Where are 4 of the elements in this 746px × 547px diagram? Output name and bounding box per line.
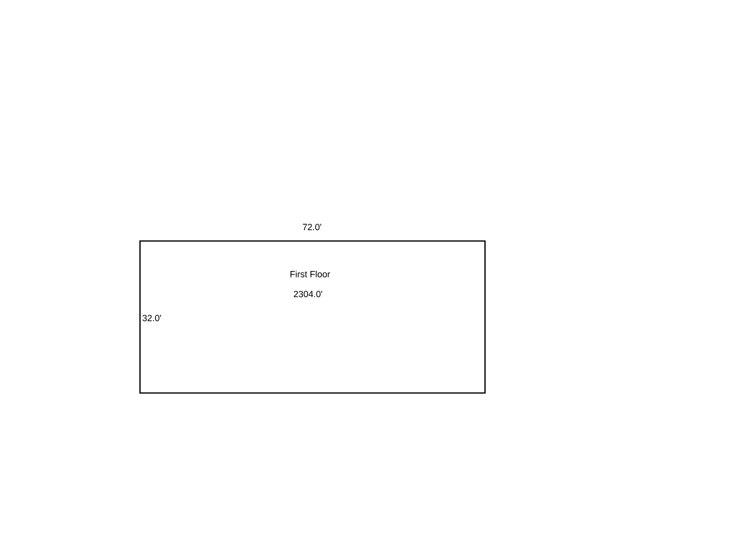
dimension-label: 72.0' — [302, 224, 322, 230]
area-label: 2304.0' — [294, 290, 322, 298]
room-name: First Floor — [290, 270, 330, 278]
dimension-label: 32.0' — [142, 314, 161, 322]
